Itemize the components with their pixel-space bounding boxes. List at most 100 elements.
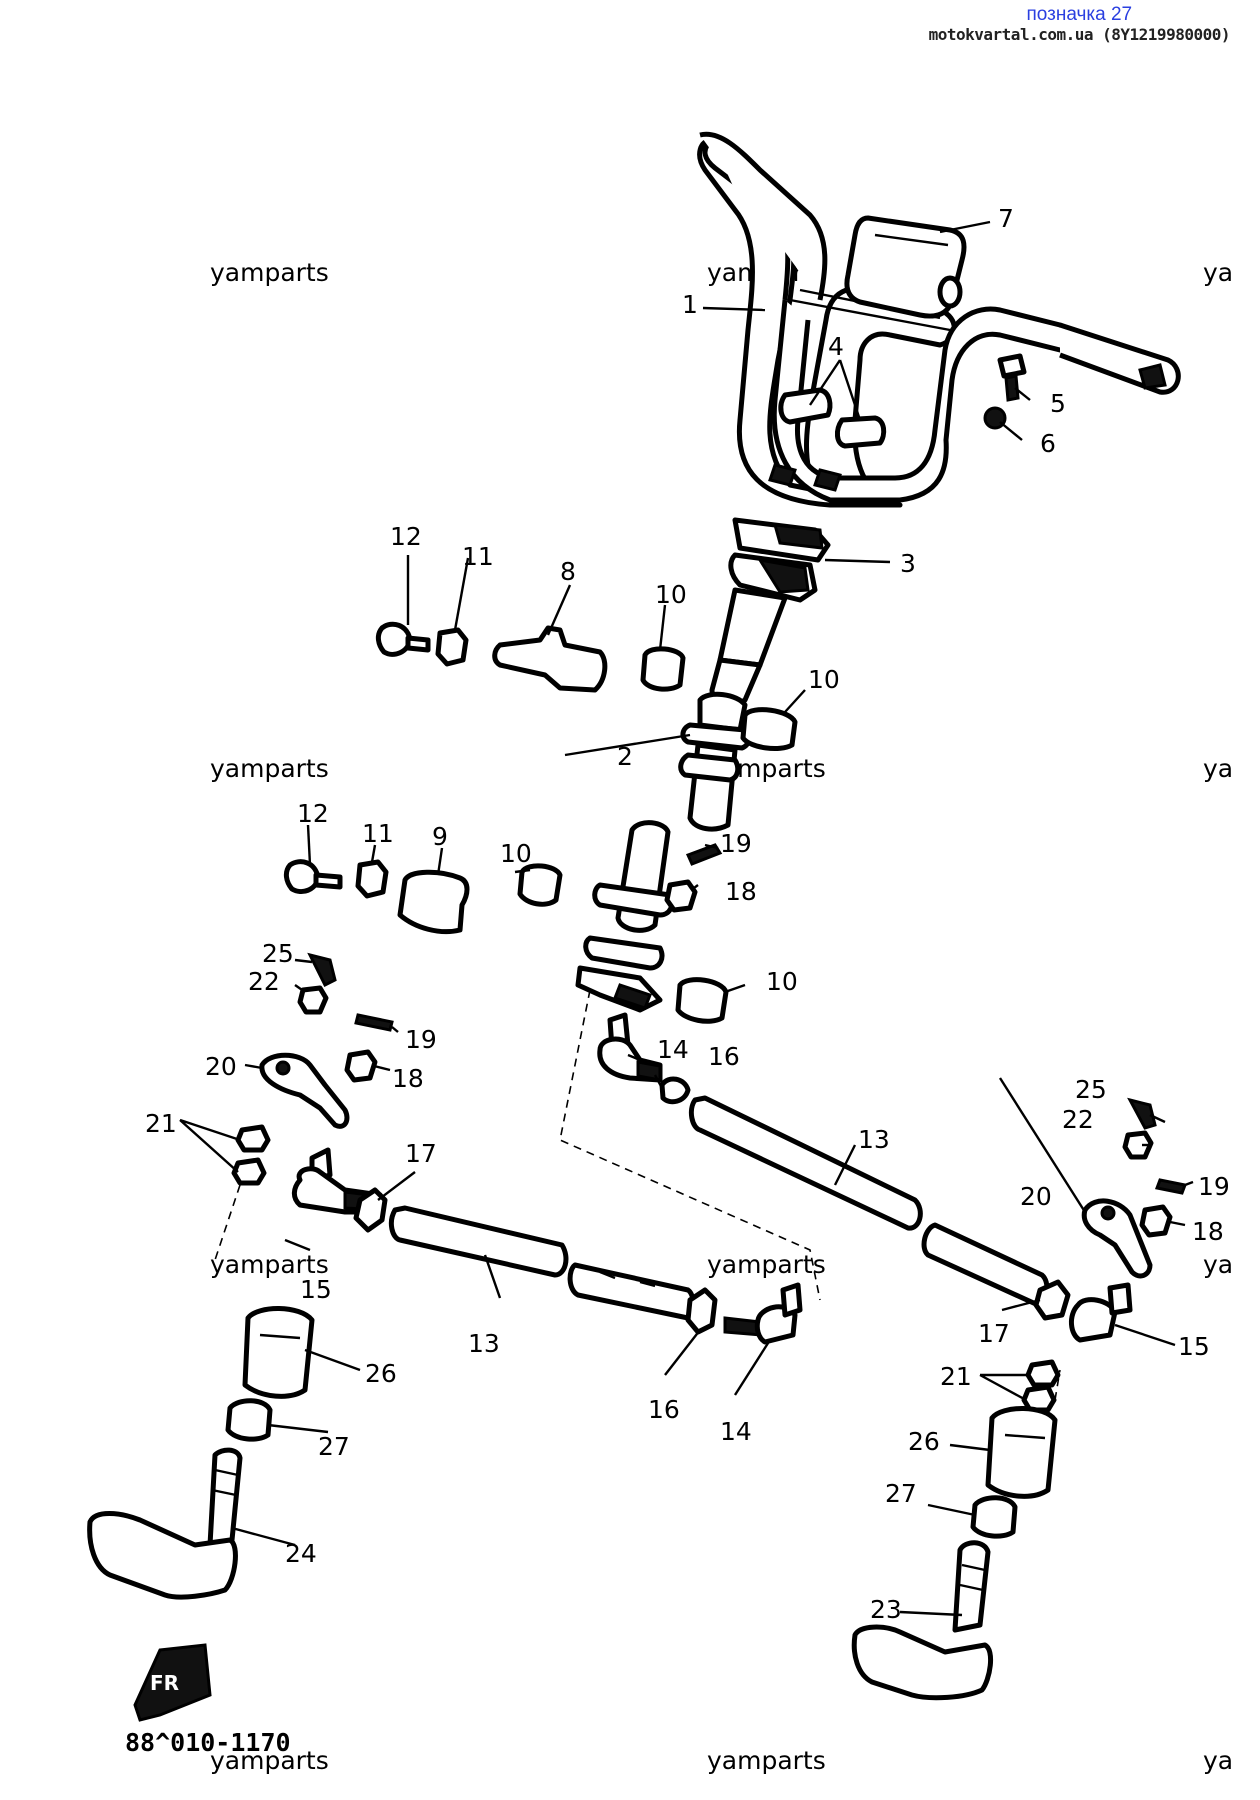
handlebar-switch[interactable] (844, 215, 967, 319)
nut[interactable] (355, 859, 389, 899)
tie-rod-end[interactable] (723, 1282, 803, 1345)
part-label: 22 (248, 967, 280, 996)
svg-text:FR: FR (150, 1671, 179, 1695)
tie-rod-end[interactable] (597, 1012, 663, 1083)
bushing[interactable] (675, 977, 729, 1024)
column-holder-lower[interactable] (397, 869, 470, 935)
watermark: yamparts (1203, 258, 1235, 287)
bushing[interactable] (740, 707, 798, 751)
handlebar[interactable] (697, 131, 1181, 508)
steering-arm[interactable] (1081, 1198, 1153, 1279)
part-label: 16 (708, 1042, 740, 1071)
part-label: 20 (205, 1052, 237, 1081)
part-label: 21 (145, 1109, 177, 1138)
part-label: 11 (462, 542, 494, 571)
part-label: 5 (1050, 389, 1066, 418)
steering-knuckle[interactable] (851, 1540, 994, 1701)
nut[interactable] (1025, 1359, 1061, 1388)
source-caption: motokvartal.com.ua (8Y1219980000) (928, 24, 1231, 44)
castle-nut[interactable] (664, 879, 698, 913)
nut[interactable] (1122, 1130, 1154, 1160)
grease-nipple[interactable] (1127, 1097, 1157, 1130)
part-label: 19 (720, 829, 752, 858)
watermark: yamparts (210, 1746, 329, 1775)
part-label: 17 (978, 1319, 1010, 1348)
leader-lines (179, 220, 1194, 1617)
part-label: 25 (1075, 1075, 1107, 1104)
column-upper-bracket[interactable] (717, 517, 831, 668)
tie-rod-end[interactable] (1069, 1282, 1133, 1343)
steering-arm[interactable] (259, 1052, 350, 1129)
steering-shaft[interactable] (678, 657, 763, 832)
handlebar-grip-marks (768, 463, 842, 492)
part-label: 14 (657, 1035, 689, 1064)
watermark: yamparts (210, 754, 329, 783)
front-direction-icon: FR (133, 1643, 212, 1722)
collar[interactable] (970, 1495, 1018, 1539)
collar[interactable] (225, 1398, 273, 1442)
part-label: 8 (560, 557, 576, 586)
cotter-pin[interactable] (1154, 1178, 1188, 1195)
header: позначка 27 motokvartal.com.ua (8Y121998… (928, 4, 1231, 44)
part-label: 27 (885, 1479, 917, 1508)
part-label: 18 (392, 1064, 424, 1093)
cotter-pin[interactable] (354, 1013, 394, 1032)
steering-shaft-lower[interactable] (575, 820, 675, 1013)
assembly-line (214, 1184, 241, 1261)
watermark: yamparts (210, 258, 329, 287)
part-label: 24 (285, 1539, 317, 1568)
part-label: 10 (500, 839, 532, 868)
dust-cover[interactable] (242, 1306, 315, 1399)
lock-nut[interactable] (659, 1076, 691, 1105)
watermark: yamparts (1203, 1250, 1235, 1279)
part-label: 3 (900, 549, 916, 578)
nut[interactable] (435, 627, 469, 667)
part-label: 18 (725, 877, 757, 906)
watermark: yamparts (1203, 754, 1235, 783)
part-label: 23 (870, 1595, 902, 1624)
part-label: 1 (682, 290, 698, 319)
part-label: 15 (1178, 1332, 1210, 1361)
bolt[interactable] (375, 621, 431, 657)
nut[interactable] (297, 985, 329, 1015)
lock-nut[interactable] (353, 1187, 388, 1233)
bolt[interactable] (283, 859, 343, 894)
part-label: 14 (720, 1417, 752, 1446)
watermark: yamparts (210, 1250, 329, 1279)
part-label: 21 (940, 1362, 972, 1391)
part-label: 15 (300, 1275, 332, 1304)
part-label: 26 (365, 1359, 397, 1388)
diagram-tag-link[interactable]: позначка 27 (1026, 4, 1133, 25)
grease-nipple[interactable] (307, 952, 337, 988)
part-label: 10 (655, 580, 687, 609)
part-label: 16 (648, 1395, 680, 1424)
castle-nut[interactable] (344, 1049, 378, 1083)
bushing[interactable] (517, 863, 563, 907)
part-label: 7 (998, 204, 1014, 233)
part-label: 17 (405, 1139, 437, 1168)
part-label: 4 (828, 332, 844, 361)
lock-nut[interactable] (685, 1287, 718, 1335)
nut[interactable] (235, 1124, 271, 1153)
part-label: 9 (432, 822, 448, 851)
column-holder-upper[interactable] (492, 625, 608, 693)
handlebar-clamp[interactable] (778, 387, 887, 449)
castle-nut[interactable] (1139, 1204, 1173, 1238)
part-label: 22 (1062, 1105, 1094, 1134)
watermark: yamparts (1203, 1746, 1235, 1775)
lock-nut[interactable] (1033, 1279, 1071, 1321)
dust-cover[interactable] (985, 1406, 1058, 1499)
part-label: 25 (262, 939, 294, 968)
part-label: 18 (1192, 1217, 1224, 1246)
cotter-pin[interactable] (685, 843, 723, 866)
part-label: 13 (858, 1125, 890, 1154)
tie-rod[interactable] (388, 1205, 696, 1321)
assembly-line (1054, 1369, 1061, 1401)
part-label: 19 (1198, 1172, 1230, 1201)
bolt[interactable] (997, 353, 1027, 402)
steering-knuckle[interactable] (87, 1447, 243, 1600)
part-label: 11 (362, 819, 394, 848)
bushing[interactable] (640, 646, 686, 692)
part-label: 2 (617, 742, 633, 771)
nut[interactable] (231, 1157, 267, 1186)
